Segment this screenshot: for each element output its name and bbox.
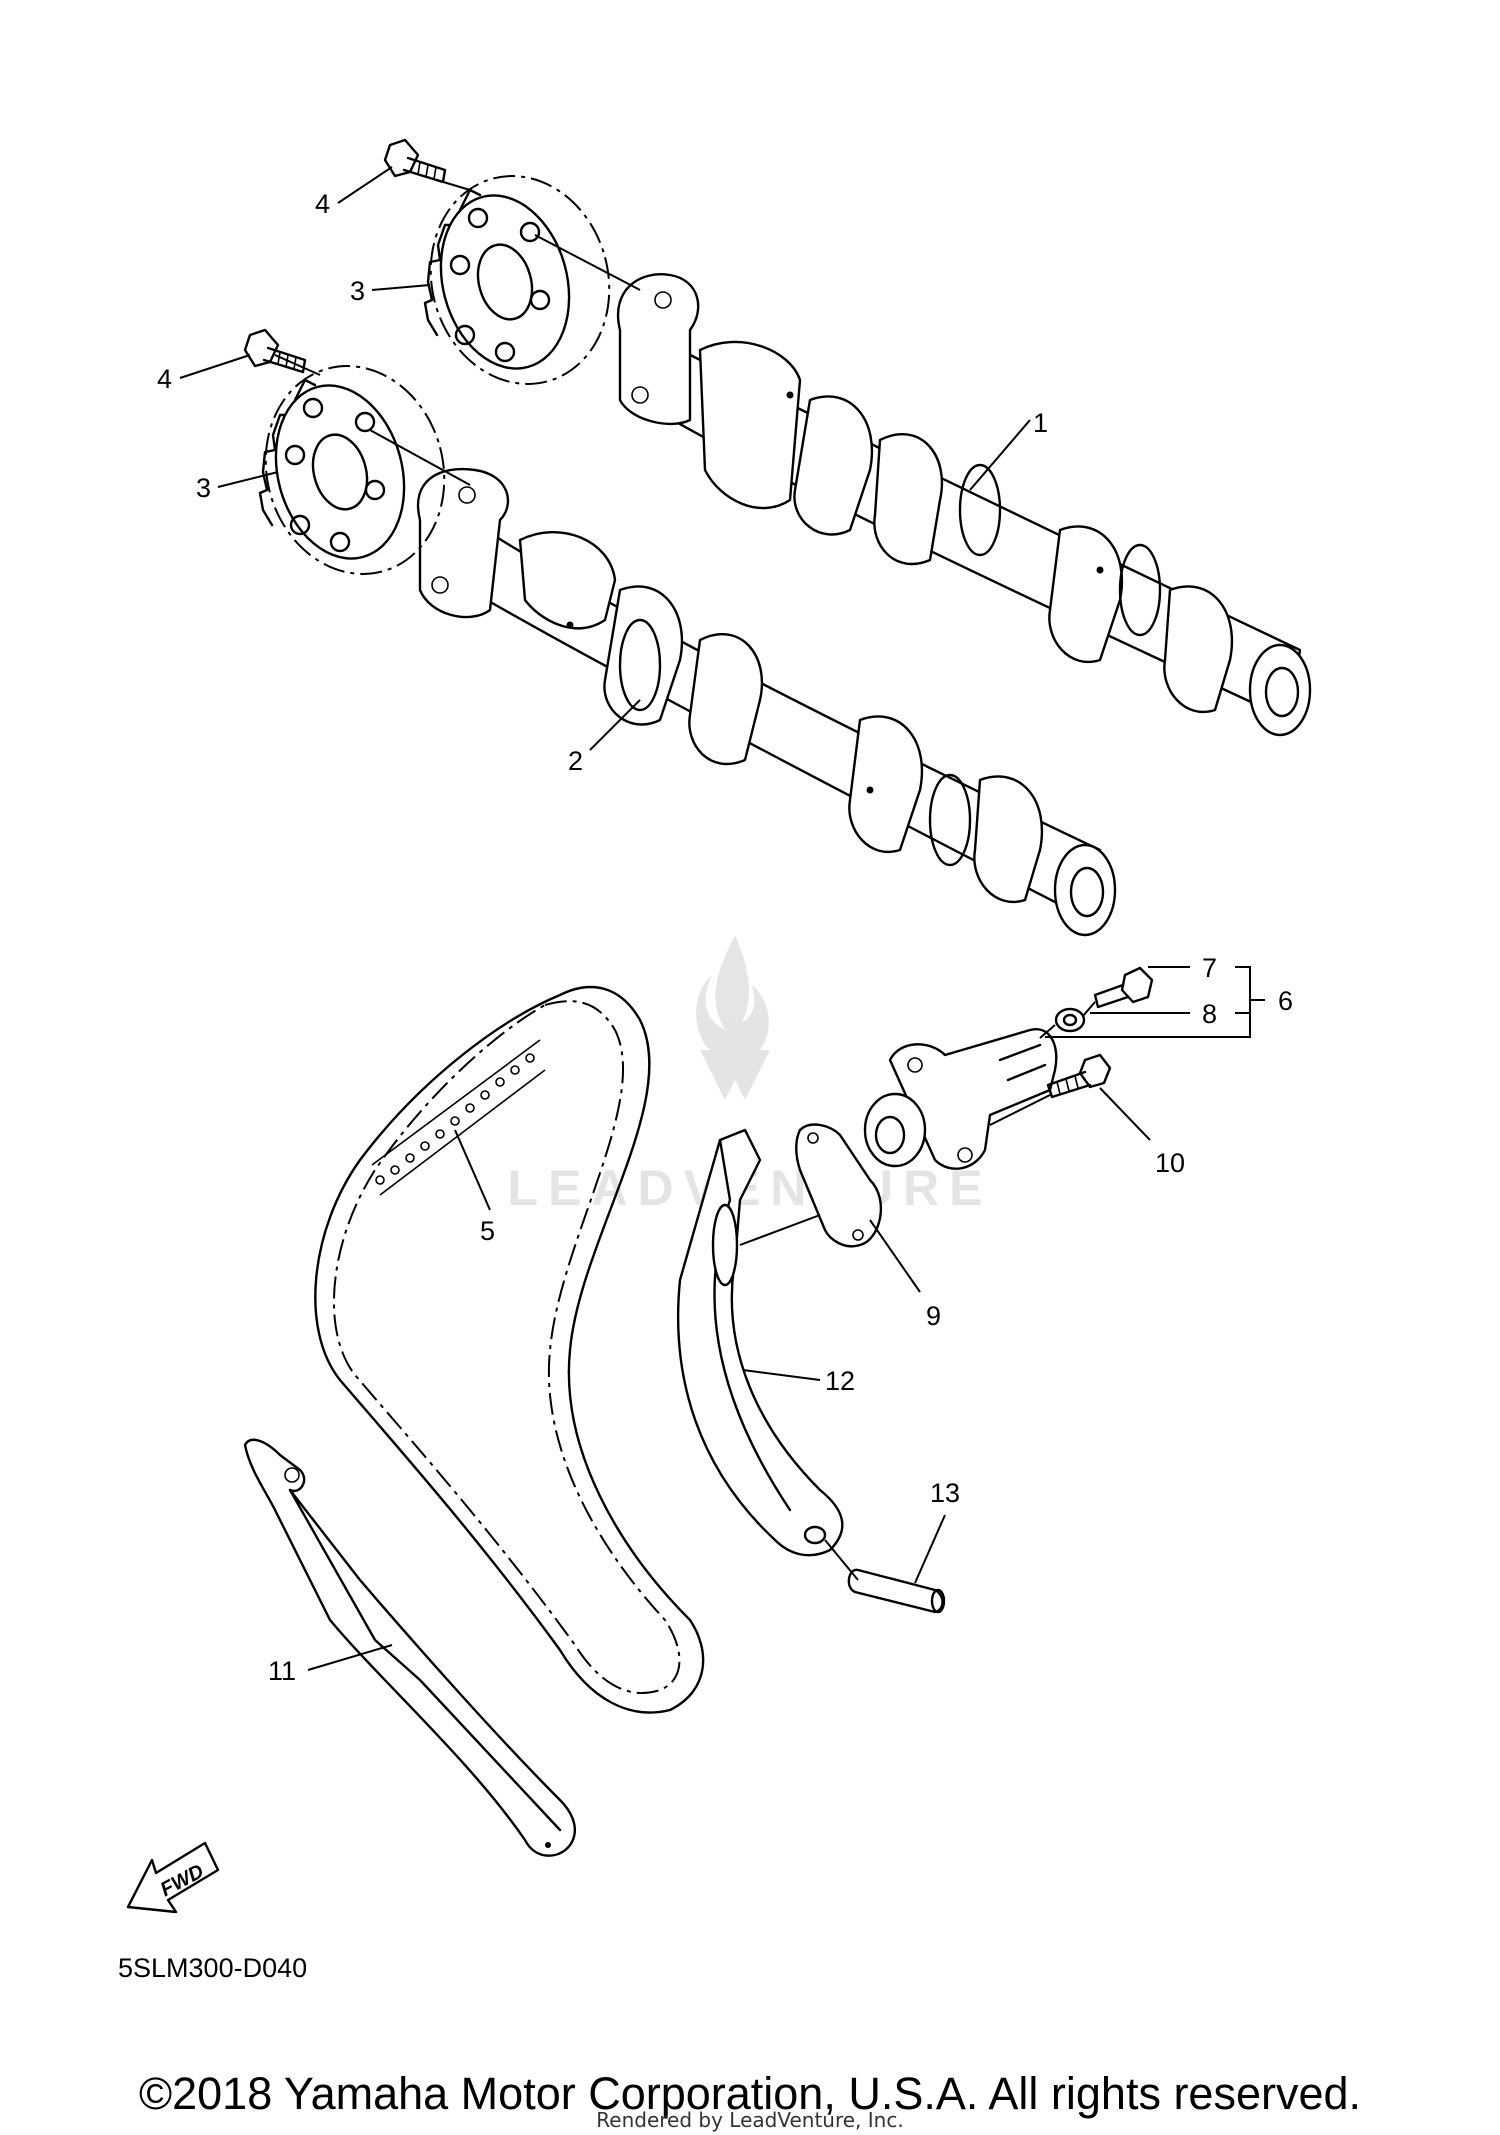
drawing-code: 5SLM300-D040 [118,1953,307,1983]
callout-2: 2 [568,699,641,776]
svg-text:3: 3 [350,276,365,306]
callout-4-lower: 4 [157,354,251,394]
callout-5: 5 [454,1129,495,1246]
chain-links [371,1039,546,1196]
callout-3-lower: 3 [196,471,279,503]
svg-text:1: 1 [1033,408,1048,438]
bolt-lower [243,328,307,374]
svg-text:5: 5 [480,1216,495,1246]
cam-sprocket-upper [423,175,611,385]
callout-9: 9 [869,1219,941,1331]
callout-11: 11 [268,1644,393,1686]
svg-text:9: 9 [926,1301,941,1331]
svg-text:3: 3 [196,473,211,503]
pin-13 [847,1568,946,1614]
gasket-9 [795,1123,883,1248]
svg-text:10: 10 [1155,1148,1185,1178]
chain-tensioner [863,1028,1058,1170]
callout-4-upper: 4 [315,166,393,219]
svg-text:7: 7 [1202,953,1217,983]
bolt-10 [1046,1053,1112,1099]
copyright-notice: ©2018 Yamaha Motor Corporation, U.S.A. A… [138,2068,1362,2119]
svg-text:13: 13 [930,1478,960,1508]
svg-text:4: 4 [315,189,330,219]
svg-text:2: 2 [568,746,583,776]
tensioner-bolt-7 [1093,966,1154,1009]
svg-text:4: 4 [157,364,172,394]
svg-text:8: 8 [1202,999,1217,1029]
callout-12: 12 [742,1366,855,1396]
svg-text:12: 12 [825,1366,855,1396]
rendered-by-notice: Rendered by LeadVenture, Inc. [596,2108,904,2132]
washer-8 [1054,1007,1086,1033]
callout-3-upper: 3 [350,276,431,306]
callout-13: 13 [914,1478,960,1584]
chain-guide-11 [243,1438,576,1857]
timing-chain [314,985,705,1714]
svg-text:6: 6 [1278,986,1293,1016]
svg-text:11: 11 [268,1656,296,1686]
fwd-arrow-icon: FWD [126,1841,220,1914]
cam-sprocket-lower [258,365,446,575]
callout-10: 10 [1099,1087,1185,1178]
camshaft-2 [417,467,1117,937]
callout-6-bracket: 6 7 8 [1045,953,1293,1038]
bolt-upper [383,138,447,184]
camshaft-1 [617,273,1312,737]
chain-guide-12 [676,1128,844,1557]
callout-1: 1 [969,408,1048,491]
